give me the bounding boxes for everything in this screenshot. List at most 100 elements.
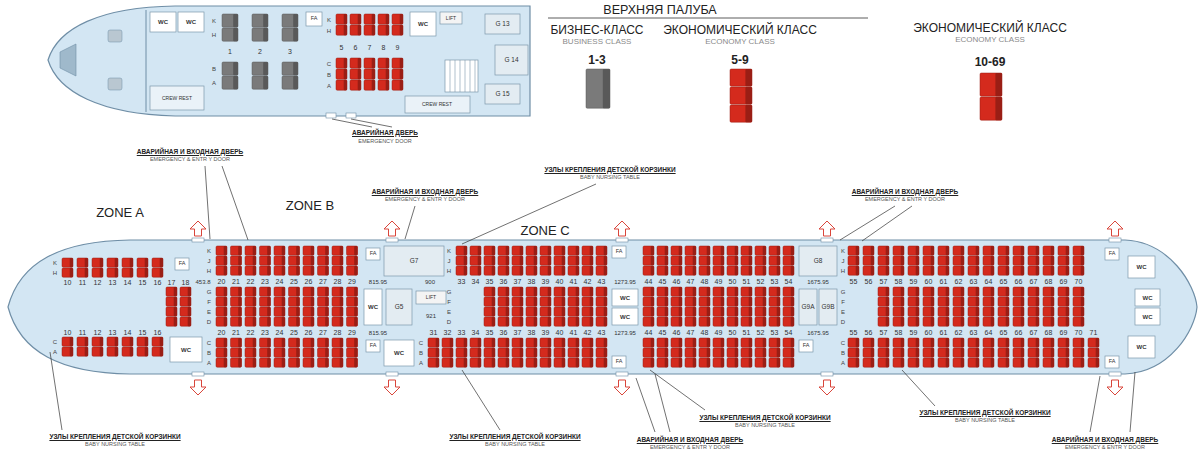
seat xyxy=(727,307,738,316)
seat-cushion xyxy=(350,69,361,79)
seat-cushion xyxy=(1058,338,1069,347)
upper-deck-outline xyxy=(48,6,530,116)
seat-letter: D xyxy=(207,319,211,325)
seat-cushion xyxy=(741,266,752,275)
seat xyxy=(938,348,949,357)
seat-cushion xyxy=(582,348,593,357)
seat-back xyxy=(224,287,227,296)
seat-cushion xyxy=(216,297,227,306)
seat-cushion xyxy=(378,58,389,68)
seat xyxy=(392,69,403,79)
seat-cushion xyxy=(498,266,509,275)
seat-cushion xyxy=(470,348,481,357)
seat xyxy=(512,297,523,306)
seat-back xyxy=(263,14,268,27)
row-number: 58 xyxy=(895,278,903,285)
seat-cushion xyxy=(252,76,268,89)
galley-box xyxy=(485,14,520,34)
row-number: 53 xyxy=(771,278,779,285)
row-number: 12 xyxy=(94,279,102,286)
seat-back xyxy=(400,14,403,24)
seat-back xyxy=(931,256,934,265)
seat-back xyxy=(651,348,654,357)
seat-back xyxy=(130,347,133,356)
seat-back xyxy=(145,337,148,346)
seat xyxy=(713,358,724,367)
seat-back xyxy=(130,268,133,277)
leader-line xyxy=(636,378,655,432)
seat-cushion xyxy=(512,338,523,347)
row-number: 22 xyxy=(247,329,255,336)
seat xyxy=(671,348,682,357)
seat-cushion xyxy=(303,287,314,296)
seat-cushion xyxy=(260,246,271,255)
seat xyxy=(1073,256,1084,265)
seat xyxy=(540,348,551,357)
seat-back xyxy=(604,317,607,326)
seat-back xyxy=(506,348,509,357)
seat-back xyxy=(886,358,889,367)
seat-back xyxy=(721,338,724,347)
seat xyxy=(878,338,889,347)
seat xyxy=(699,266,710,275)
seat-cushion xyxy=(671,256,682,265)
galley-box xyxy=(799,246,837,276)
seat-cushion xyxy=(582,266,593,275)
seat xyxy=(755,317,766,326)
seat xyxy=(783,307,794,316)
seat-cushion xyxy=(699,348,710,357)
seat-cushion xyxy=(289,317,300,326)
seat-back xyxy=(520,297,523,306)
seat-back xyxy=(590,266,593,275)
seat-back xyxy=(548,358,551,367)
seat-back xyxy=(763,348,766,357)
seat xyxy=(318,266,329,275)
seat xyxy=(953,297,964,306)
seat-back xyxy=(976,338,979,347)
seat-cushion xyxy=(289,246,300,255)
seat xyxy=(755,256,766,265)
seat-back xyxy=(976,266,979,275)
seat-back xyxy=(721,348,724,357)
seat-back xyxy=(679,266,682,275)
seat xyxy=(540,317,551,326)
row-number: 68 xyxy=(1045,329,1053,336)
seat-cushion xyxy=(671,338,682,347)
heading-rule xyxy=(548,18,868,19)
seat-back xyxy=(325,338,328,347)
seat-back xyxy=(282,287,285,296)
seat-cushion xyxy=(878,358,889,367)
row-number: 10 xyxy=(64,279,72,286)
seat-back xyxy=(548,256,551,265)
row-number: 31 xyxy=(430,329,438,336)
seat-back xyxy=(777,358,780,367)
seat-back xyxy=(763,358,766,367)
seat-cushion xyxy=(260,307,271,316)
seat-cushion xyxy=(685,246,696,255)
seat-back xyxy=(562,307,565,316)
seat xyxy=(582,246,593,255)
seat xyxy=(216,338,227,347)
seat-back xyxy=(995,73,1002,96)
seat-cushion xyxy=(848,256,859,265)
seat xyxy=(713,338,724,347)
seat xyxy=(741,338,752,347)
seat-cushion xyxy=(878,266,889,275)
seat-cushion xyxy=(332,317,343,326)
seat-back xyxy=(400,58,403,68)
seat-back xyxy=(282,246,285,255)
seat xyxy=(1058,307,1069,316)
seat xyxy=(107,337,118,346)
seat-back xyxy=(400,69,403,79)
seat-letter: H xyxy=(212,32,216,38)
seat xyxy=(303,256,314,265)
seat-cushion xyxy=(526,287,537,296)
seat-cushion xyxy=(657,256,668,265)
seat xyxy=(685,317,696,326)
seat-back xyxy=(238,307,241,316)
seat-back xyxy=(901,256,904,265)
callout-title: УЗЛЫ КРЕПЛЕНИЯ ДЕТСКОЙ КОРЗИНКИ xyxy=(544,167,675,174)
seat-back xyxy=(282,307,285,316)
seat-cushion xyxy=(769,358,780,367)
seat xyxy=(347,287,358,296)
